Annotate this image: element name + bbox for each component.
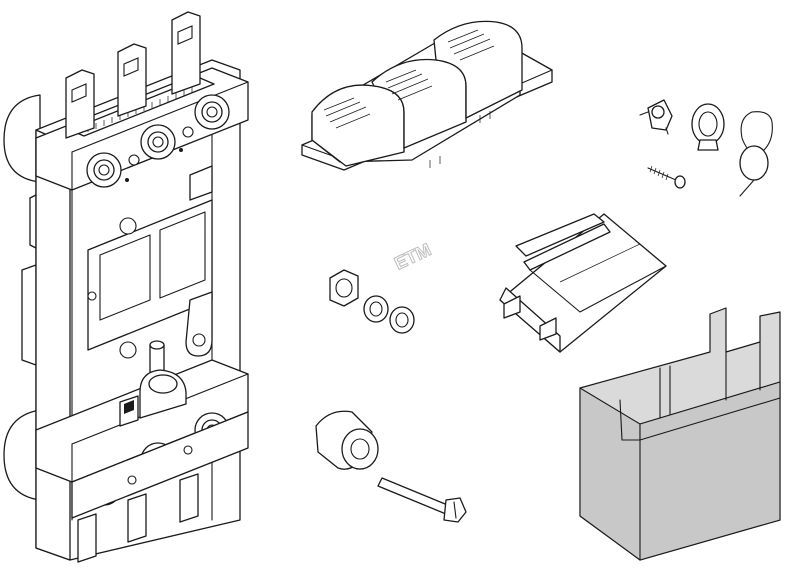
terminal-shield <box>579 307 781 561</box>
lead-seal-wire <box>739 111 773 197</box>
watermark-text: ETM <box>391 239 434 273</box>
base-front-frame <box>35 129 71 561</box>
flat-washer <box>389 306 415 334</box>
watermark: ETM <box>391 239 435 274</box>
screw-terminal-2 <box>140 124 176 160</box>
terminal-tab-3 <box>171 11 201 95</box>
lock-washer <box>363 295 389 323</box>
screw-terminal-3 <box>194 94 230 130</box>
lower-terminal-block <box>35 359 249 563</box>
screw-terminal-1 <box>86 152 122 188</box>
wood-screw <box>647 165 686 189</box>
arc-chute-cover <box>301 20 553 171</box>
auxiliary-clips <box>639 99 773 197</box>
nut-and-washers <box>329 269 415 334</box>
hex-bolt <box>377 477 467 523</box>
spacer-sleeve <box>315 410 379 470</box>
interlock-bracket <box>499 213 667 353</box>
cable-clip <box>691 103 725 151</box>
small-clip <box>639 99 673 135</box>
rear-terminal-cylinders <box>3 94 41 501</box>
terminal-tab-2 <box>117 43 147 117</box>
terminal-tab-1 <box>65 69 95 139</box>
hex-nut <box>329 269 359 307</box>
upper-terminal-block <box>35 11 249 191</box>
plug-in-base <box>3 11 249 563</box>
